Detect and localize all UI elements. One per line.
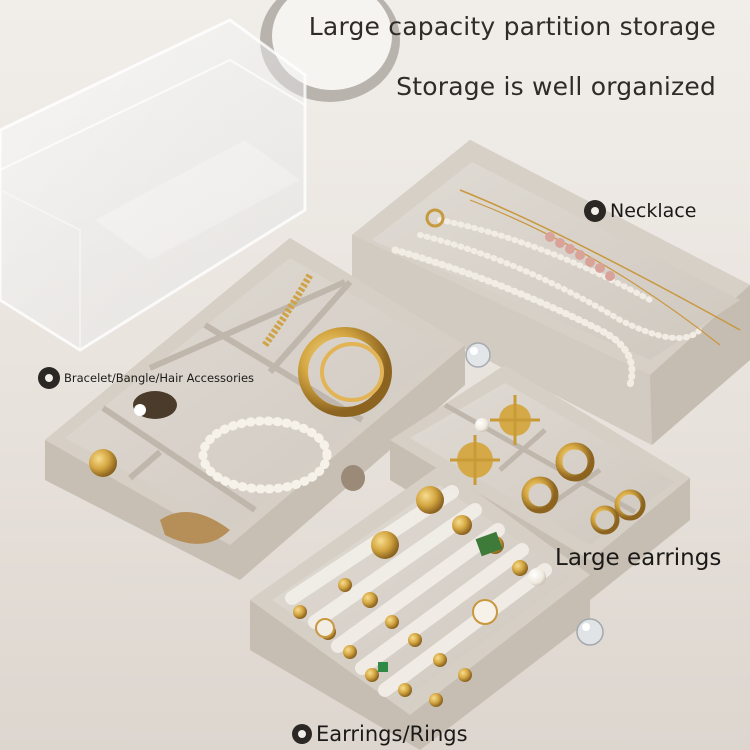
label-dot-icon <box>38 367 60 389</box>
label-earrings-rings: Earrings/Rings <box>292 722 468 746</box>
label-bracelet: Bracelet/Bangle/Hair Accessories <box>38 367 254 389</box>
label-text: Large earrings <box>555 545 722 571</box>
label-text: Necklace <box>610 200 697 222</box>
acrylic-box <box>0 18 307 352</box>
headline-primary: Large capacity partition storage <box>308 12 716 41</box>
label-text: Bracelet/Bangle/Hair Accessories <box>64 371 255 385</box>
label-necklace: Necklace <box>584 200 696 222</box>
label-dot-icon <box>584 200 606 222</box>
headline-secondary: Storage is well organized <box>396 72 716 101</box>
necklace-tray <box>352 140 750 445</box>
label-text: Earrings/Rings <box>316 722 468 746</box>
label-large-earrings: Large earrings <box>555 545 721 571</box>
label-dot-icon <box>292 724 312 744</box>
earring-tray <box>390 365 690 600</box>
ring-tray <box>250 465 604 750</box>
bracelet-tray <box>45 238 465 580</box>
